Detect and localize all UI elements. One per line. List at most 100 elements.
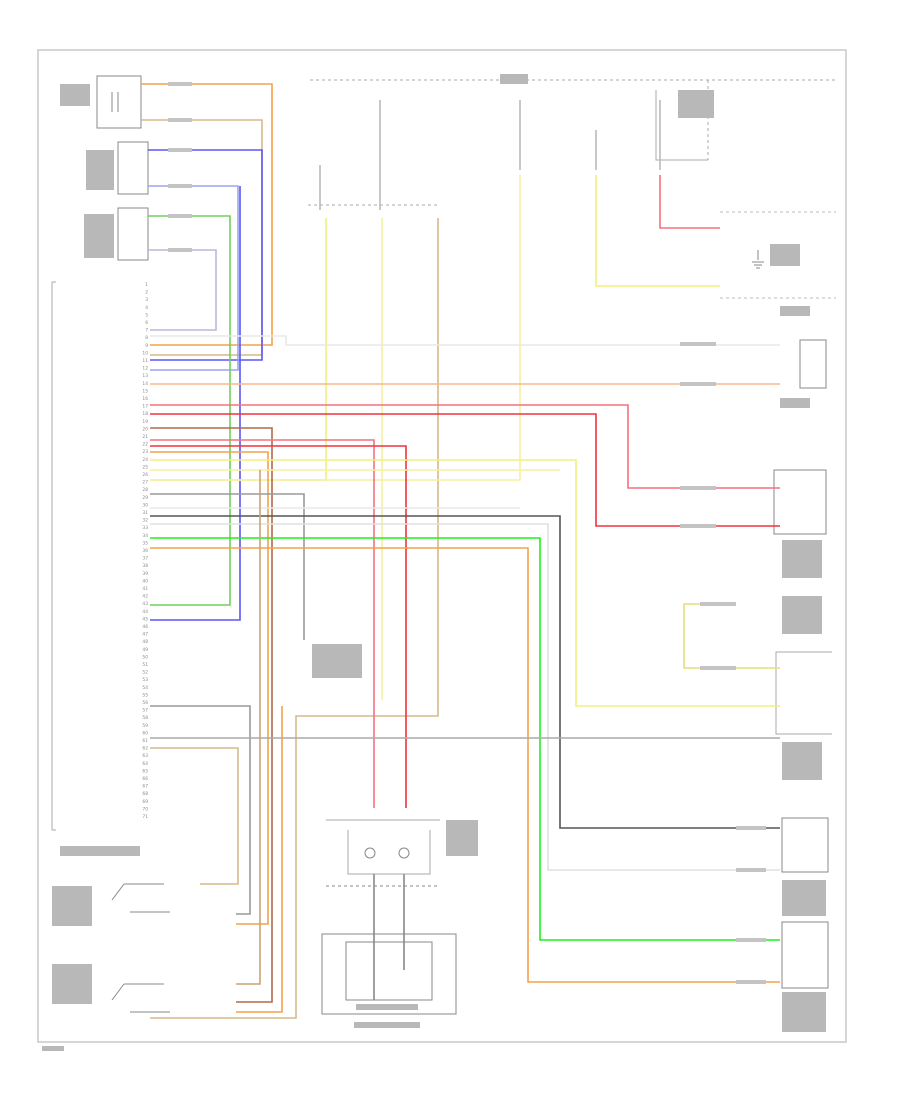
module-pin-number: 68 bbox=[142, 791, 148, 797]
ground-symbol bbox=[752, 250, 764, 269]
module-pin-number: 18 bbox=[142, 411, 148, 417]
wire-brown-1 bbox=[150, 427, 273, 1003]
tag-5 bbox=[168, 214, 192, 218]
wire-yellow-weight bbox=[595, 175, 720, 287]
module-pin-number: 54 bbox=[142, 685, 148, 691]
label-clock-spring bbox=[446, 820, 478, 856]
clock-spring-box bbox=[326, 819, 440, 875]
tag-10 bbox=[680, 524, 716, 528]
module-pin-number: 31 bbox=[142, 510, 148, 516]
module-pin-number: 27 bbox=[142, 480, 148, 486]
module-pin-number: 53 bbox=[142, 677, 148, 683]
top-left-sensor-symbol bbox=[111, 92, 119, 112]
wire-black-1 bbox=[150, 515, 780, 829]
module-pin-number: 11 bbox=[142, 358, 148, 364]
module-pin-number: 57 bbox=[142, 708, 148, 714]
wire-brightgreen-1 bbox=[150, 537, 780, 941]
module-pin-number: 47 bbox=[142, 632, 148, 638]
wire-red-1 bbox=[150, 439, 375, 808]
module-pin-number: 8 bbox=[145, 335, 148, 341]
module-pin-number: 39 bbox=[142, 571, 148, 577]
label-steering-wheel bbox=[354, 1022, 420, 1028]
tag-2 bbox=[168, 118, 192, 122]
module-pin-number: 33 bbox=[142, 525, 148, 531]
tag-9 bbox=[680, 486, 716, 490]
tag-3 bbox=[168, 148, 192, 152]
module-pin-number: 14 bbox=[142, 381, 148, 387]
label-module-name bbox=[60, 846, 140, 856]
airbag-module-1-box bbox=[773, 469, 827, 535]
tag-1 bbox=[168, 82, 192, 86]
wire-tan-3 bbox=[236, 470, 261, 985]
clock-spring-contact-2 bbox=[398, 847, 410, 859]
label-blocks bbox=[42, 74, 826, 1051]
label-airbag-module-1 bbox=[782, 540, 822, 578]
tag-4 bbox=[168, 184, 192, 188]
module-pin-number: 51 bbox=[142, 662, 148, 668]
label-motion bbox=[780, 398, 810, 408]
module-pin-number: 48 bbox=[142, 639, 148, 645]
wire-yellow-fuse-3 bbox=[150, 175, 521, 481]
label-right-power-module bbox=[678, 90, 714, 118]
label-seat-sensor-2 bbox=[86, 150, 114, 190]
module-pin-number: 34 bbox=[142, 533, 148, 539]
module-pin-number: 1 bbox=[145, 282, 148, 288]
module-pin-number: 3 bbox=[145, 297, 148, 303]
wire-grey-3 bbox=[150, 705, 251, 915]
tag-13 bbox=[736, 826, 766, 830]
buckle-switch-passenger-symbol bbox=[111, 983, 170, 1013]
label-buckle-passenger bbox=[52, 964, 92, 1004]
wire-grey-2 bbox=[150, 493, 305, 640]
module-pin-number: 15 bbox=[142, 388, 148, 394]
wire-green-1 bbox=[148, 215, 231, 606]
module-pin-number: 59 bbox=[142, 723, 148, 729]
module-pin-number: 44 bbox=[142, 609, 148, 615]
module-pin-number: 46 bbox=[142, 624, 148, 630]
wire-white-1 bbox=[150, 335, 780, 346]
tag-15 bbox=[736, 938, 766, 942]
wire-red-2 bbox=[150, 445, 407, 808]
label-right-sensor-2 bbox=[782, 742, 822, 780]
label-passenger-airbag bbox=[782, 992, 826, 1032]
driver-airbag-box bbox=[321, 933, 457, 1015]
module-pin-number: 58 bbox=[142, 715, 148, 721]
module-pin-number: 64 bbox=[142, 761, 148, 767]
module-pin-number: 61 bbox=[142, 738, 148, 744]
top-left-sensor-box bbox=[96, 75, 142, 129]
driver-airbag-inner bbox=[345, 941, 433, 1001]
wire-blue-3 bbox=[150, 186, 241, 621]
label-buckle-driver bbox=[52, 886, 92, 926]
module-pin-number: 70 bbox=[142, 806, 148, 812]
wire-blue-2 bbox=[148, 185, 239, 371]
wire-tan-1 bbox=[141, 119, 263, 356]
weight-sensor-box bbox=[799, 339, 827, 389]
wire-orange-1 bbox=[141, 83, 273, 346]
module-pin-number: 12 bbox=[142, 366, 148, 372]
module-pin-number: 41 bbox=[142, 586, 148, 592]
label-seat-sensor-3 bbox=[84, 214, 114, 258]
passenger-airbag-box bbox=[781, 921, 829, 989]
tag-11 bbox=[700, 602, 736, 606]
module-pin-number: 50 bbox=[142, 654, 148, 660]
module-pin-number: 10 bbox=[142, 350, 148, 356]
module-pin-number: 52 bbox=[142, 670, 148, 676]
wire-orange-4 bbox=[150, 547, 780, 983]
wire-tan-2 bbox=[150, 747, 239, 885]
wire-harness bbox=[141, 83, 780, 1019]
label-footer bbox=[42, 1046, 64, 1051]
module-pin-number: 32 bbox=[142, 518, 148, 524]
buckle-switch-driver-symbol bbox=[111, 883, 170, 913]
module-pin-number: 65 bbox=[142, 768, 148, 774]
right-sensor-block-box bbox=[775, 651, 832, 735]
label-right-sensor-1 bbox=[782, 596, 822, 634]
label-weight-sensor bbox=[780, 306, 810, 316]
diagram-frame bbox=[37, 49, 847, 1043]
wire-tags bbox=[168, 82, 766, 984]
seat-sensor-2-box bbox=[117, 141, 149, 195]
module-pin-number: 37 bbox=[142, 556, 148, 562]
tag-16 bbox=[736, 980, 766, 984]
control-module-bracket bbox=[51, 281, 56, 831]
fuse-block-outline bbox=[308, 79, 836, 206]
wire-tan-fuse bbox=[150, 218, 439, 1019]
module-pin-number: 6 bbox=[145, 320, 148, 326]
